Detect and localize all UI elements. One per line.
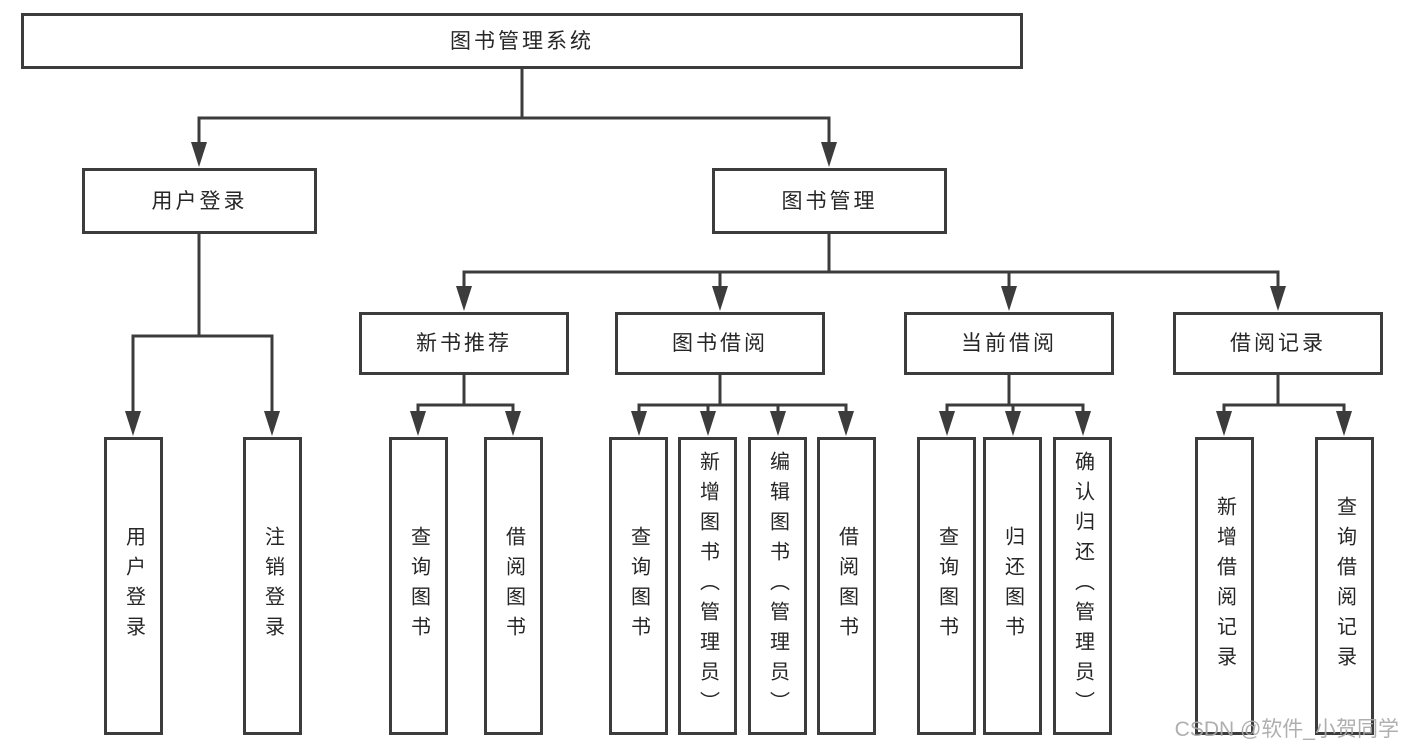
arrowhead-icon (505, 411, 521, 436)
arrowhead-icon (712, 286, 728, 311)
node-book-management: 图书管理 (712, 168, 947, 234)
arrowhead-icon (700, 411, 716, 436)
watermark: CSDN @软件_小贺同学 (1174, 718, 1399, 741)
arrowhead-icon (1075, 411, 1091, 436)
leaf-current-return-books: 归还图书 (983, 437, 1042, 735)
arrowhead-icon (838, 411, 854, 436)
leaf-borrow-borrow-books: 借阅图书 (817, 437, 876, 735)
arrowhead-icon (1005, 411, 1021, 436)
leaf-recommend-borrow-books: 借阅图书 (484, 437, 543, 735)
leaf-user-login: 用户登录 (104, 437, 163, 735)
arrowhead-icon (631, 411, 647, 436)
leaf-recommend-query-books: 查询图书 (389, 437, 448, 735)
node-user-login: 用户登录 (82, 168, 317, 234)
arrowhead-icon (1001, 286, 1017, 311)
leaf-records-query-record: 查询借阅记录 (1315, 437, 1374, 735)
arrowhead-icon (456, 286, 472, 311)
node-book-borrowing: 图书借阅 (615, 312, 825, 375)
leaf-borrow-query-books: 查询图书 (609, 437, 668, 735)
node-borrowing-records: 借阅记录 (1173, 312, 1383, 375)
node-new-book-recommend: 新书推荐 (359, 312, 569, 375)
arrowhead-icon (1270, 286, 1286, 311)
arrowhead-icon (1336, 411, 1352, 436)
node-current-borrowing: 当前借阅 (904, 312, 1114, 375)
leaf-records-add-record: 新增借阅记录 (1195, 437, 1254, 735)
arrowhead-icon (264, 411, 280, 436)
arrowhead-icon (1216, 411, 1232, 436)
arrowhead-icon (410, 411, 426, 436)
arrowhead-icon (770, 411, 786, 436)
arrowhead-icon (191, 142, 207, 167)
leaf-current-confirm-return-admin: 确认归还（管理员） (1053, 437, 1112, 735)
leaf-borrow-add-books-admin: 新增图书（管理员） (678, 437, 737, 735)
arrowhead-icon (939, 411, 955, 436)
node-library-system: 图书管理系统 (21, 13, 1023, 69)
leaf-logout: 注销登录 (243, 437, 302, 735)
leaf-borrow-edit-books-admin: 编辑图书（管理员） (748, 437, 807, 735)
leaf-current-query-books: 查询图书 (917, 437, 976, 735)
connector-path (131, 69, 1346, 416)
arrowhead-icon (125, 411, 141, 436)
arrowhead-icon (821, 142, 837, 167)
